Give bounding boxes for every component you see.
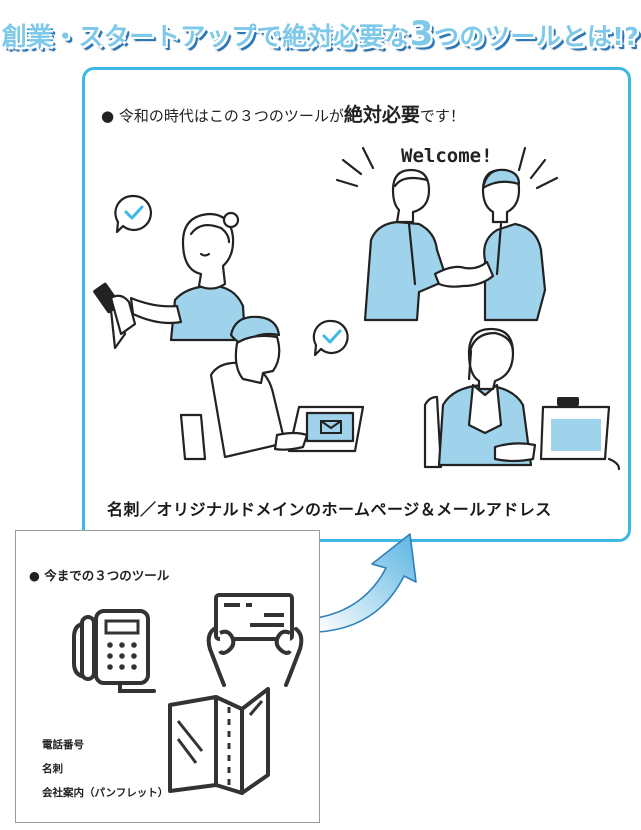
man-laptop-mail-illustration bbox=[179, 315, 365, 461]
new-tools-panel: ● 令和の時代はこの３つのツールが絶対必要です！ Welcome! bbox=[82, 67, 631, 542]
excitement-lines-right bbox=[517, 146, 559, 190]
old-tools-list: 電話番号 名刺 会社案内（パンフレット） bbox=[42, 737, 168, 809]
new-tools-heading-suffix: です！ bbox=[419, 107, 465, 125]
list-item: 名刺 bbox=[42, 763, 63, 775]
new-tools-heading: ● 令和の時代はこの３つのツールが絶対必要です！ bbox=[101, 100, 465, 127]
headline-number: 3 bbox=[409, 14, 434, 54]
pamphlet-icon bbox=[168, 687, 270, 795]
old-tools-panel: ● 今までの３つのツール 電話番号 名刺 会社案内（パ bbox=[15, 530, 320, 823]
businesswoman-webcam-illustration bbox=[423, 327, 621, 471]
list-item: 会社案内（パンフレット） bbox=[42, 787, 169, 799]
list-item: 電話番号 bbox=[42, 739, 84, 751]
excitement-lines-left bbox=[335, 146, 375, 188]
woman-smartphone-illustration bbox=[93, 194, 247, 350]
new-tools-heading-prefix: ● 令和の時代はこの３つのツールが bbox=[101, 107, 344, 125]
check-bubble-icon bbox=[114, 194, 152, 234]
new-tools-heading-emphasis: 絶対必要 bbox=[343, 104, 420, 126]
business-card-hands-icon bbox=[206, 593, 304, 687]
headline-suffix: つのツールとは!? bbox=[433, 22, 640, 51]
transition-arrow-icon bbox=[315, 533, 417, 633]
headline-prefix: 創業・スタートアップで絶対必要な bbox=[1, 22, 410, 51]
old-tools-heading: ● 今までの３つのツール bbox=[29, 568, 170, 583]
webcam-icon bbox=[557, 397, 579, 406]
check-bubble-icon bbox=[312, 319, 349, 357]
page-headline: 創業・スタートアップで絶対必要な3つのツールとは!? bbox=[0, 14, 641, 54]
mail-icon bbox=[320, 420, 342, 434]
handshake-illustration: Welcome! bbox=[335, 145, 559, 322]
new-tools-caption: 名刺／オリジナルドメインのホームページ＆メールアドレス bbox=[107, 500, 552, 519]
welcome-text: Welcome! bbox=[401, 145, 493, 167]
telephone-icon bbox=[72, 609, 156, 693]
